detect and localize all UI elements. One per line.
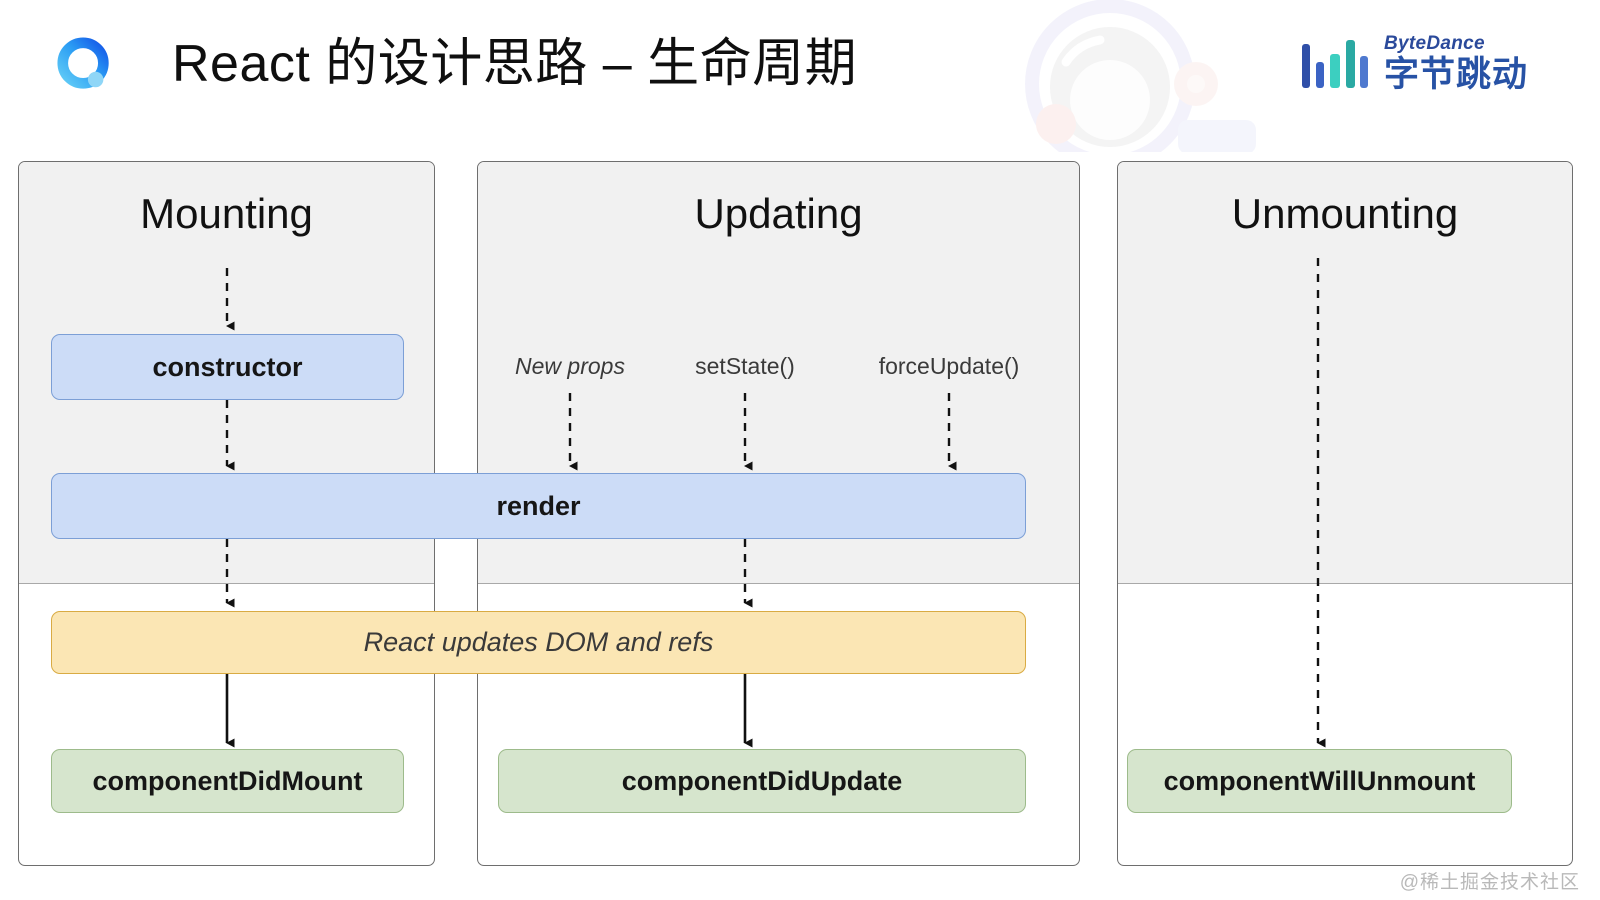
trigger-label-new-props: New props: [515, 353, 625, 379]
node-component-did-update[interactable]: componentDidUpdate: [498, 749, 1026, 813]
bytedance-bars-logo-icon: [1301, 40, 1368, 88]
phase-title-updating: Updating: [694, 190, 863, 237]
page-title: React 的设计思路 – 生命周期: [172, 35, 858, 93]
node-render[interactable]: render: [51, 473, 1026, 539]
bytedance-wordmark: ByteDance 字节跳动: [1384, 34, 1528, 92]
bytedance-latin-name: ByteDance: [1383, 33, 1485, 54]
node-component-did-mount[interactable]: componentDidMount: [51, 749, 404, 813]
phase-title-unmounting: Unmounting: [1231, 190, 1459, 237]
node-component-will-unmount[interactable]: componentWillUnmount: [1127, 749, 1512, 813]
trigger-label-set-state: setState(): [695, 353, 795, 379]
community-watermark: @稀土掘金技术社区: [1399, 872, 1580, 893]
node-constructor[interactable]: constructor: [51, 334, 404, 400]
bytedance-chinese-name: 字节跳动: [1383, 55, 1528, 94]
node-react-updates-dom-and-refs[interactable]: React updates DOM and refs: [51, 611, 1026, 674]
trigger-label-force-update: forceUpdate(): [878, 353, 1020, 379]
render-phase-region-unmounting: [1118, 162, 1572, 584]
bytedance-logo: ByteDance 字节跳动: [1300, 30, 1528, 92]
phase-title-mounting: Mounting: [140, 190, 313, 237]
course-logo-icon: [57, 37, 109, 89]
phase-panel-unmounting: Unmounting: [1117, 161, 1573, 866]
